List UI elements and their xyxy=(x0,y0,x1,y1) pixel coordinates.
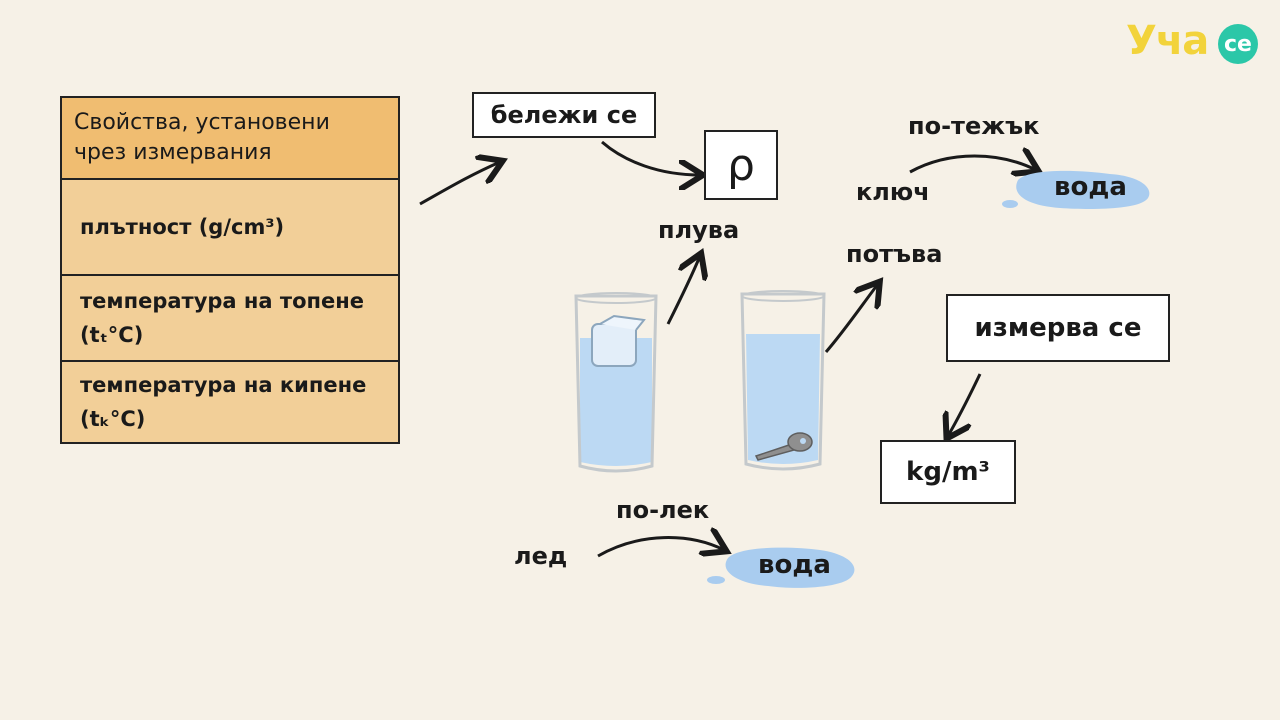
arrow-key-to-water xyxy=(909,156,1036,172)
rho-box: ρ xyxy=(704,130,778,200)
water-label-bottom: вода xyxy=(758,550,831,580)
lighter-label: по-лек xyxy=(616,496,710,524)
arrow-key-to-sinks xyxy=(824,284,878,353)
water-label-top: вода xyxy=(1054,172,1127,202)
glass-with-key-icon xyxy=(740,290,826,471)
denoted-box: бележи се xyxy=(472,92,656,138)
properties-table: Свойства, установени чрез измервания плъ… xyxy=(60,96,400,444)
logo-badge: се xyxy=(1218,24,1258,64)
table-header-line-1: Свойства, установени xyxy=(74,110,330,135)
table-row-melting-line-2: (tₜ°C) xyxy=(80,323,144,347)
glass-with-ice-icon xyxy=(574,292,658,473)
arrow-measured-to-unit xyxy=(948,373,982,436)
table-row-density-text: плътност (g/cm³) xyxy=(80,215,285,239)
rho-symbol: ρ xyxy=(727,139,755,191)
table-row-boiling-line-2: (tₖ°C) xyxy=(80,407,146,431)
table-row-melting: температура на топене (tₜ°C) xyxy=(62,276,398,362)
table-row-melting-line-1: температура на топене xyxy=(80,289,365,313)
table-row-boiling: температура на кипене (tₖ°C) xyxy=(62,362,398,442)
denoted-label: бележи се xyxy=(490,101,638,129)
key-icon xyxy=(754,432,813,461)
measured-box: измерва се xyxy=(946,294,1170,362)
heavier-label: по-тежък xyxy=(908,112,1040,140)
unit-box: kg/m³ xyxy=(880,440,1016,504)
table-row-density: плътност (g/cm³) xyxy=(62,180,398,276)
measured-label: измерва се xyxy=(974,313,1142,343)
ice-label: лед xyxy=(514,542,568,570)
water-puddle-icon xyxy=(707,547,855,588)
key-label: ключ xyxy=(856,178,930,206)
floats-label: плува xyxy=(658,216,740,244)
arrow-ice-to-water xyxy=(597,538,724,558)
table-row-boiling-line-1: температура на кипене xyxy=(80,373,367,397)
sinks-label: потъва xyxy=(846,240,943,268)
logo-text: Уча xyxy=(1126,18,1209,64)
ice-cube-icon xyxy=(591,314,646,367)
arrow-denoted-to-rho xyxy=(601,140,700,175)
arrow-table-to-denoted xyxy=(419,162,500,206)
unit-label: kg/m³ xyxy=(906,457,990,487)
table-header: Свойства, установени чрез измервания xyxy=(62,98,398,180)
water-puddle-icon xyxy=(1002,170,1150,209)
table-header-line-2: чрез измервания xyxy=(74,140,272,165)
arrow-ice-to-floats xyxy=(666,256,700,325)
